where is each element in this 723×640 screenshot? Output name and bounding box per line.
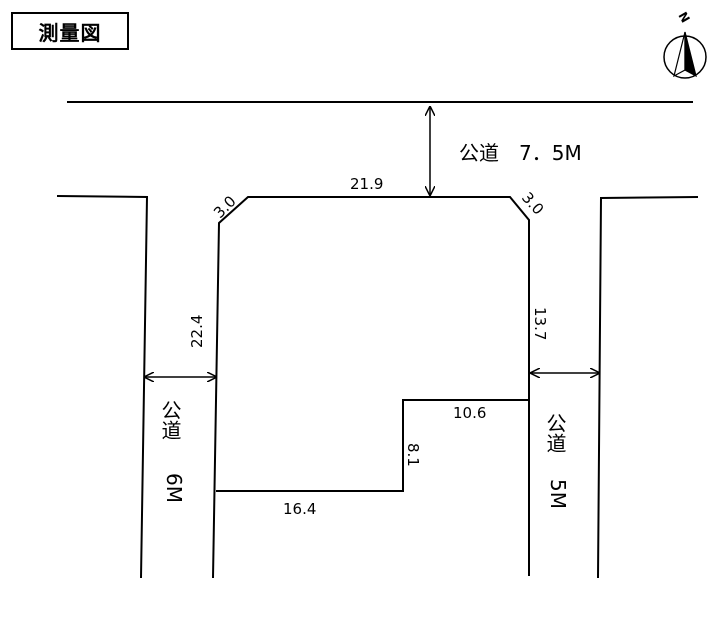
dim-top: 21.9: [350, 175, 383, 193]
west-road-edge: [56, 195, 149, 579]
lot-boundary: [212, 196, 530, 579]
dim-right: 13.7: [531, 307, 549, 340]
west-road-width: 6M: [162, 473, 186, 503]
lot-step-boundary: [216, 399, 529, 492]
north-compass-icon: N: [663, 10, 707, 79]
north-road-label: 公道 7．5M: [459, 141, 582, 165]
dim-left: 22.4: [188, 315, 206, 348]
east-road-edge: [597, 196, 699, 579]
drawing-title: 測量図: [11, 12, 129, 50]
dim-corner-left: 3.0: [210, 192, 240, 222]
compass-north-letter: N: [675, 10, 692, 26]
dim-bottom: 16.4: [283, 500, 316, 518]
dim-corner-right: 3.0: [518, 189, 547, 219]
east-road-label: 公道: [543, 413, 567, 453]
east-road-width: 5M: [546, 479, 570, 509]
west-road-label: 公道: [158, 400, 182, 440]
dim-step-vertical: 8.1: [404, 443, 422, 467]
dim-step-horizontal: 10.6: [453, 404, 486, 422]
